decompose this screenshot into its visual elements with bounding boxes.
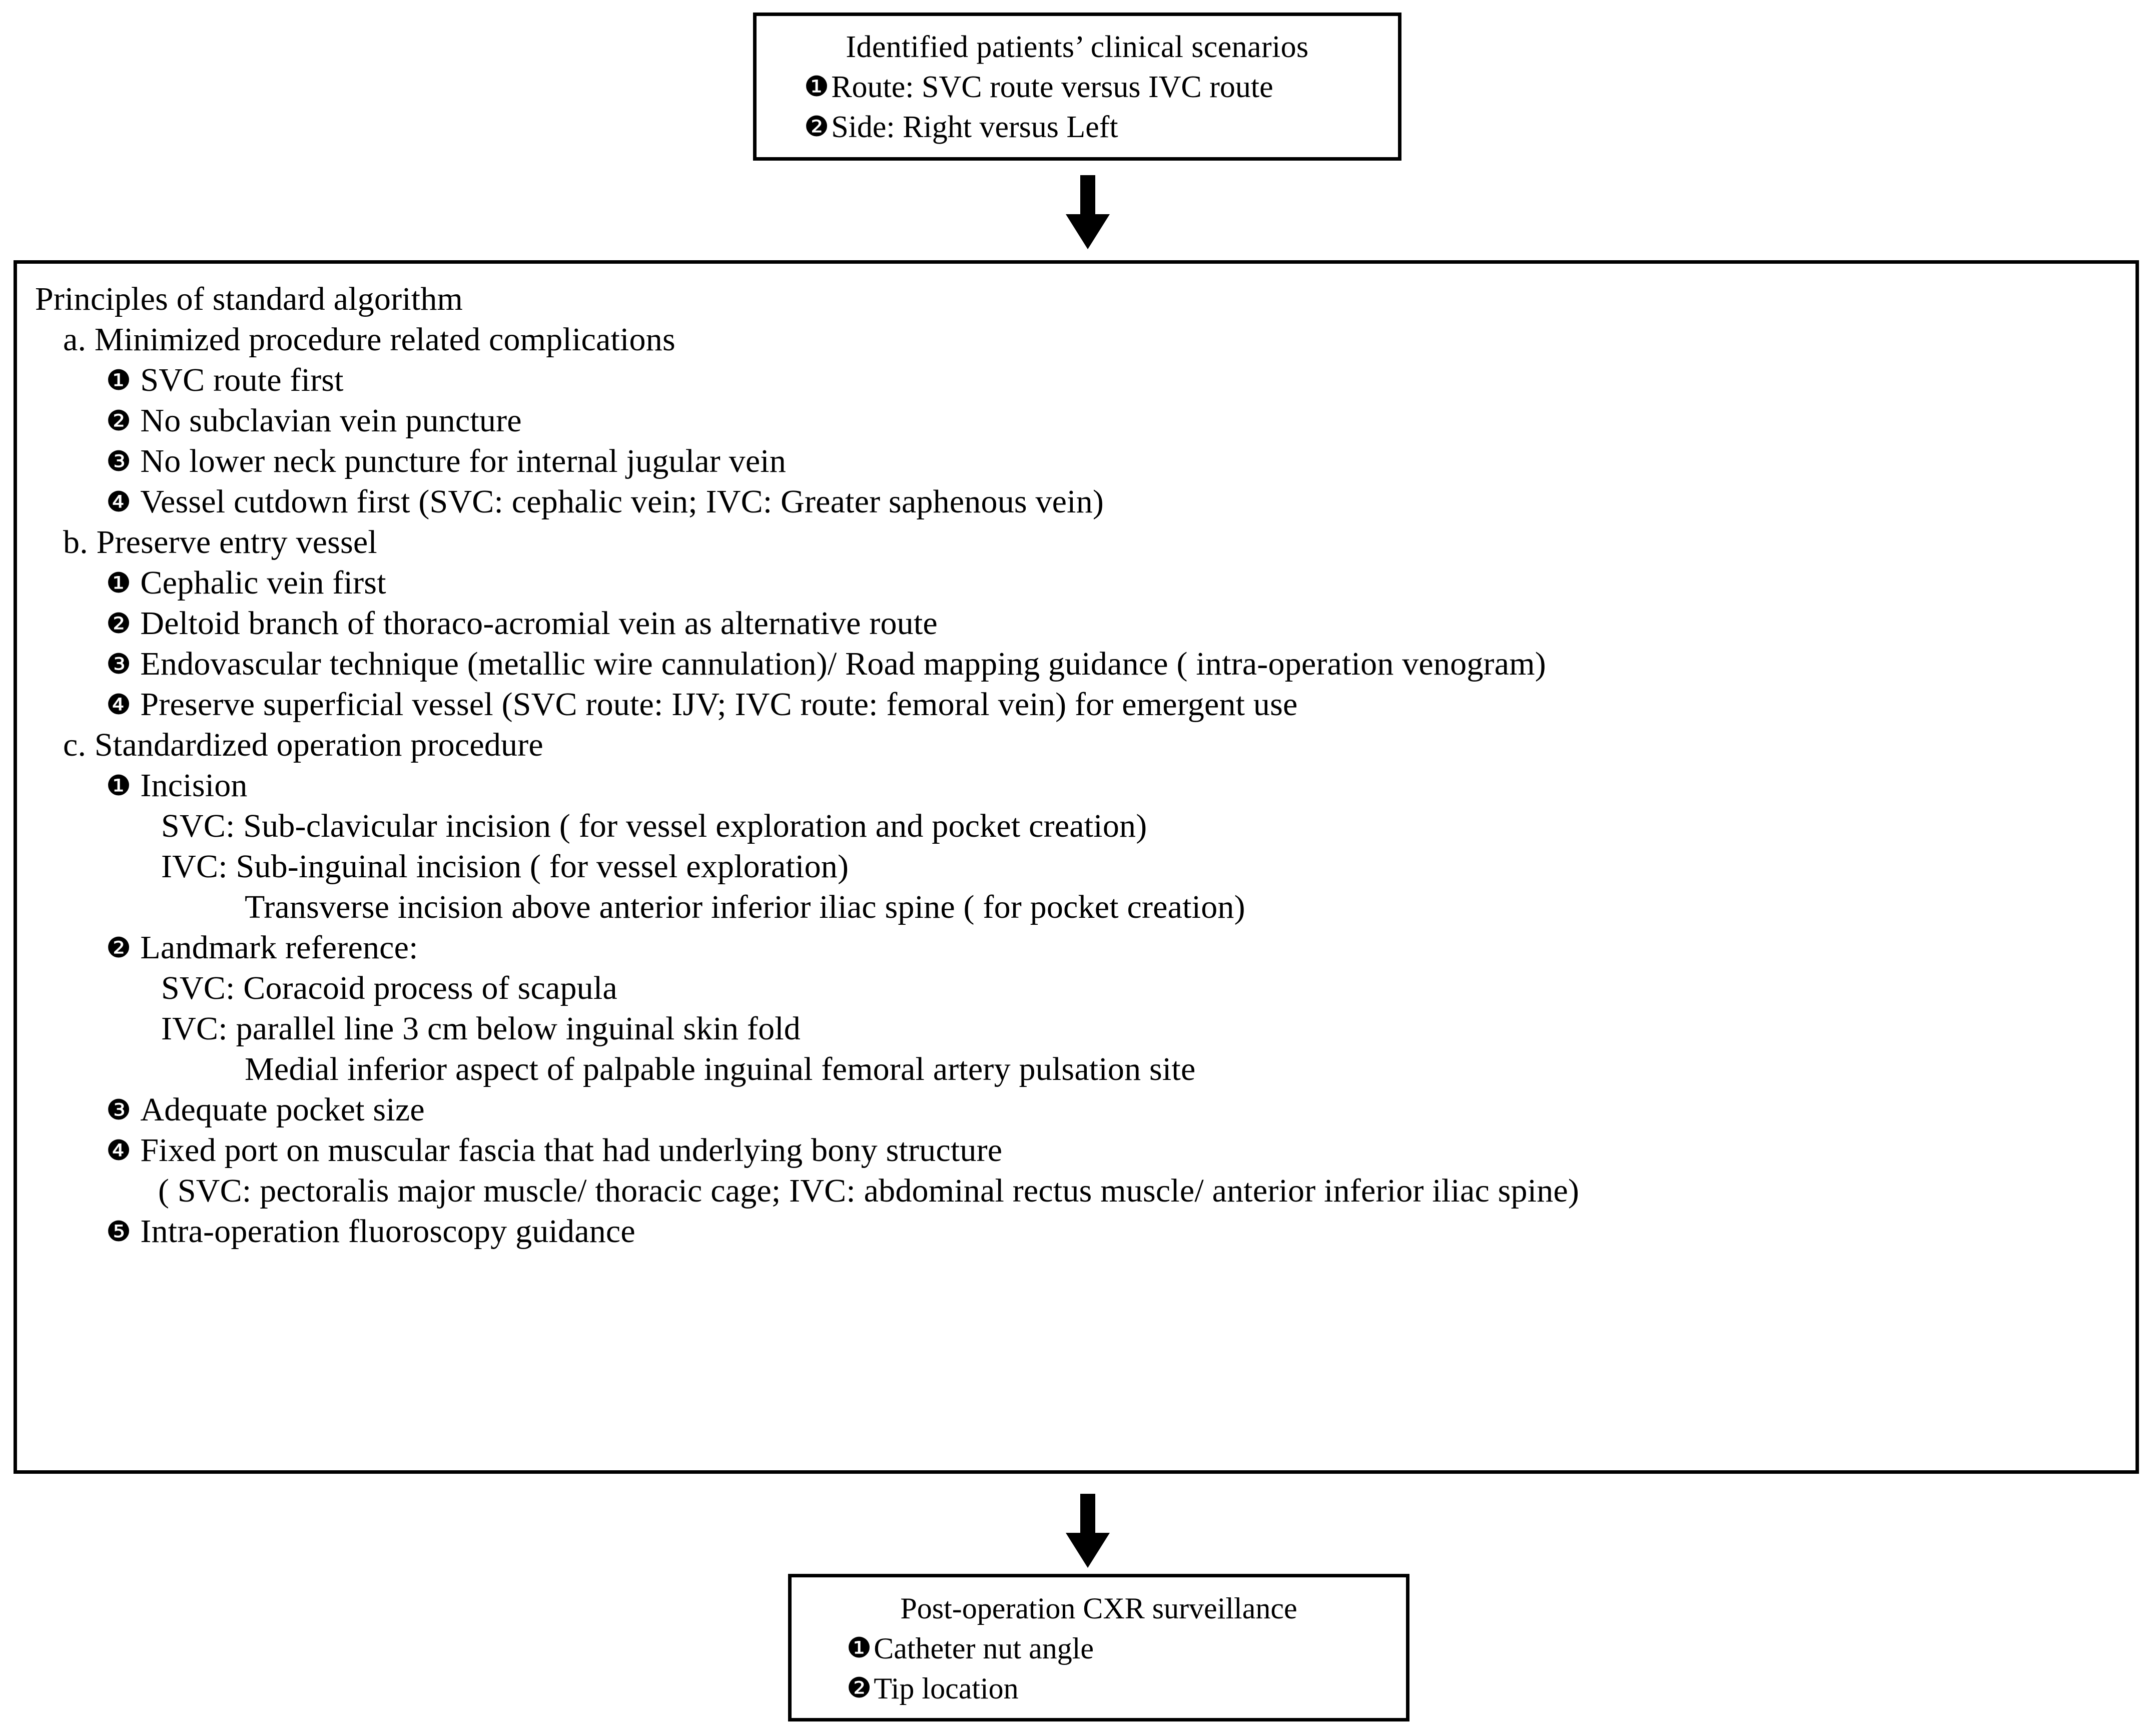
bullet-2-icon: ❷ <box>106 405 132 437</box>
list-item-label: Vessel cutdown first (SVC: cephalic vein… <box>140 483 1104 520</box>
sub-line: IVC: Sub-inguinal incision ( for vessel … <box>161 848 849 885</box>
list-item-label: Adequate pocket size <box>140 1091 425 1128</box>
principles-box: Principles of standard algorithm a. Mini… <box>14 260 2139 1474</box>
sub-line: ( SVC: pectoralis major muscle/ thoracic… <box>158 1173 1580 1209</box>
list-item-label: Landmark reference: <box>140 929 418 966</box>
clinical-scenarios-item-label: Side: Right versus Left <box>831 110 1118 144</box>
list-item-label: Cephalic vein first <box>140 564 386 601</box>
down-arrow-icon <box>1064 1494 1112 1569</box>
section-label-b: b. Preserve entry vessel <box>63 524 377 560</box>
bullet-1-icon: ❶ <box>847 1632 872 1664</box>
bullet-5-icon: ❺ <box>106 1216 132 1248</box>
clinical-scenarios-item-label: Route: SVC route versus IVC route <box>831 70 1273 104</box>
sub-line: Medial inferior aspect of palpable ingui… <box>245 1051 1196 1087</box>
bullet-4-icon: ❹ <box>106 1134 132 1167</box>
principles-title: Principles of standard algorithm <box>35 281 463 317</box>
bullet-2-icon: ❷ <box>804 111 830 143</box>
sub-line: IVC: parallel line 3 cm below inguinal s… <box>161 1010 801 1047</box>
bullet-2-icon: ❷ <box>847 1672 872 1704</box>
bullet-4-icon: ❹ <box>106 486 132 518</box>
sub-line: SVC: Coracoid process of scapula <box>161 970 617 1006</box>
sub-line: Transverse incision above anterior infer… <box>245 889 1245 925</box>
list-item-label: No lower neck puncture for internal jugu… <box>140 443 787 479</box>
bullet-2-icon: ❷ <box>106 608 132 640</box>
bullet-4-icon: ❹ <box>106 689 132 721</box>
clinical-scenarios-box: Identified patients’ clinical scenarios … <box>753 13 1401 161</box>
list-item-label: Preserve superficial vessel (SVC route: … <box>140 686 1298 723</box>
clinical-scenarios-item: ❶Route: SVC route versus IVC route <box>757 67 1398 107</box>
bullet-1-icon: ❶ <box>106 364 132 397</box>
section-label-a: a. Minimized procedure related complicat… <box>63 321 675 358</box>
bullet-1-icon: ❶ <box>106 567 132 600</box>
list-item-label: No subclavian vein puncture <box>140 402 522 439</box>
bullet-3-icon: ❸ <box>106 445 132 478</box>
cxr-surveillance-title: Post-operation CXR surveillance <box>900 1592 1297 1625</box>
cxr-surveillance-item-label: Catheter nut angle <box>874 1632 1094 1665</box>
cxr-surveillance-box: Post-operation CXR surveillance ❶Cathete… <box>788 1574 1409 1721</box>
cxr-surveillance-item-label: Tip location <box>874 1672 1019 1705</box>
list-item-label: Deltoid branch of thoraco-acromial vein … <box>140 605 938 642</box>
cxr-surveillance-item: ❷Tip location <box>792 1668 1406 1708</box>
section-label-c: c. Standardized operation procedure <box>63 727 543 763</box>
clinical-scenarios-title: Identified patients’ clinical scenarios <box>846 30 1309 64</box>
bullet-2-icon: ❷ <box>106 932 132 964</box>
cxr-surveillance-item: ❶Catheter nut angle <box>792 1628 1406 1668</box>
bullet-1-icon: ❶ <box>804 71 830 103</box>
clinical-scenarios-item: ❷Side: Right versus Left <box>757 107 1398 147</box>
down-arrow-icon <box>1064 175 1112 250</box>
list-item-label: Intra-operation fluoroscopy guidance <box>140 1213 635 1250</box>
list-item-label: Endovascular technique (metallic wire ca… <box>140 646 1546 682</box>
list-item-label: Incision <box>140 767 248 804</box>
list-item-label: Fixed port on muscular fascia that had u… <box>140 1132 1003 1169</box>
sub-line: SVC: Sub-clavicular incision ( for vesse… <box>161 808 1147 844</box>
bullet-3-icon: ❸ <box>106 1094 132 1126</box>
bullet-1-icon: ❶ <box>106 770 132 802</box>
bullet-3-icon: ❸ <box>106 648 132 681</box>
list-item-label: SVC route first <box>140 362 344 398</box>
